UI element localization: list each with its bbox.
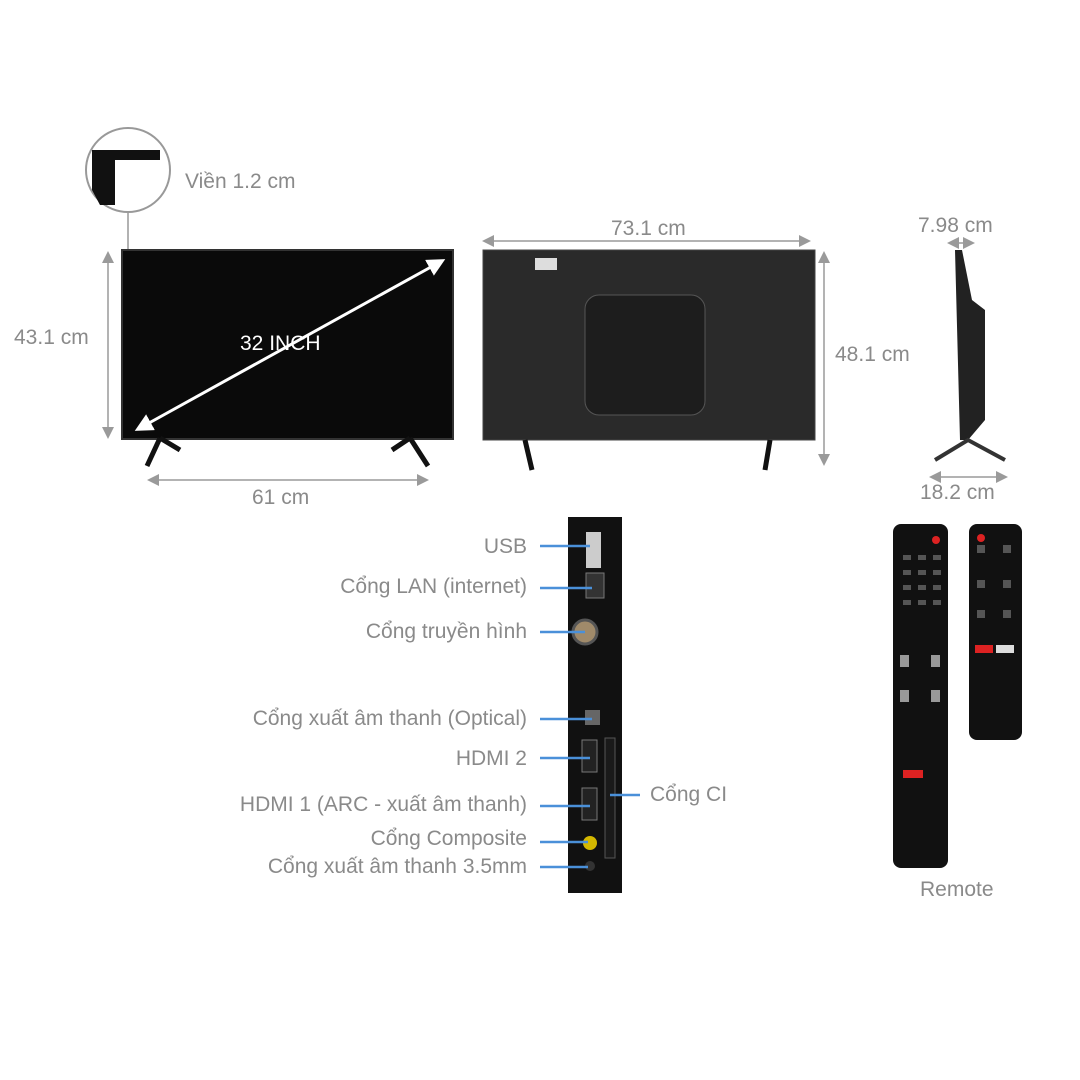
remotes (893, 524, 1022, 868)
bezel-detail (85, 127, 171, 250)
remote-label: Remote (920, 878, 994, 901)
port-label-hdmi2: HDMI 2 (455, 747, 527, 770)
port-panel (540, 517, 640, 893)
back-width-label: 73.1 cm (611, 217, 686, 240)
port-label-audio-35mm: Cổng xuất âm thanh 3.5mm (267, 855, 527, 878)
port-label-lan: Cổng LAN (internet) (340, 575, 527, 598)
depth-label: 7.98 cm (918, 214, 993, 237)
bezel-label: Viền 1.2 cm (185, 170, 296, 193)
port-label-optical: Cổng xuất âm thanh (Optical) (252, 707, 527, 730)
stand-depth-label: 18.2 cm (920, 481, 995, 504)
port-label-hdmi1: HDMI 1 (ARC - xuất âm thanh) (239, 793, 527, 816)
front-width-label: 61 cm (252, 486, 310, 509)
port-label-antenna: Cổng truyền hình (365, 620, 527, 643)
front-tv (102, 249, 454, 486)
back-tv (482, 235, 830, 471)
front-height-label: 43.1 cm (14, 326, 89, 349)
back-height-label: 48.1 cm (835, 343, 910, 366)
side-tv (929, 237, 1008, 483)
port-label-usb: USB (483, 535, 527, 558)
screen-size-label: 32 INCH (240, 332, 321, 355)
port-label-ci: Cổng CI (650, 783, 728, 806)
port-label-composite: Cổng Composite (370, 827, 527, 850)
